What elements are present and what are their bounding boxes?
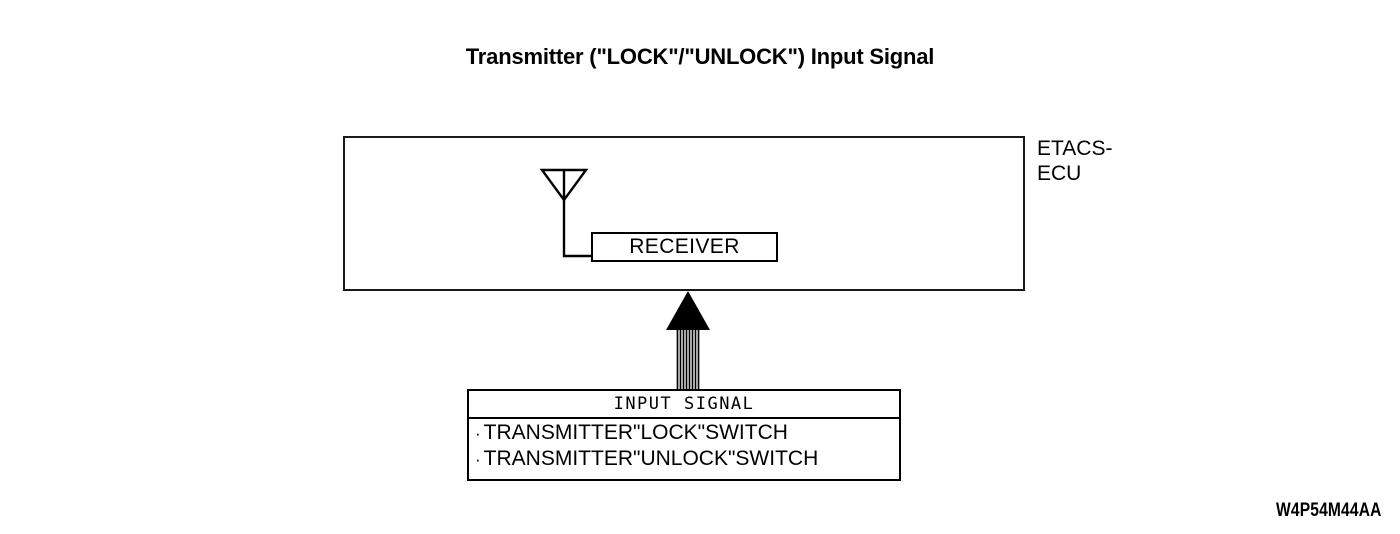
input-signal-list: · TRANSMITTER"LOCK"SWITCH · TRANSMITTER"… — [469, 419, 899, 472]
up-arrow-striped-icon — [666, 291, 710, 390]
bullet-icon: · — [475, 424, 481, 443]
input-signal-box: INPUT SIGNAL · TRANSMITTER"LOCK"SWITCH ·… — [467, 389, 901, 481]
receiver-label: RECEIVER — [629, 235, 740, 258]
list-item-label: TRANSMITTER"LOCK"SWITCH — [483, 421, 788, 444]
etacs-ecu-label: ETACS- ECU — [1037, 137, 1113, 185]
list-item: · TRANSMITTER"UNLOCK"SWITCH — [475, 446, 899, 472]
list-item-label: TRANSMITTER"UNLOCK"SWITCH — [483, 447, 819, 470]
etacs-ecu-box — [343, 136, 1025, 291]
receiver-box: RECEIVER — [591, 232, 778, 262]
list-item: · TRANSMITTER"LOCK"SWITCH — [475, 420, 899, 446]
antenna-icon — [539, 168, 592, 258]
figure-reference-code: W4P54M44AA — [1276, 500, 1382, 521]
bullet-icon: · — [475, 450, 481, 469]
page-title: Transmitter ("LOCK"/"UNLOCK") Input Sign… — [465, 44, 935, 69]
input-signal-header: INPUT SIGNAL — [469, 391, 899, 419]
